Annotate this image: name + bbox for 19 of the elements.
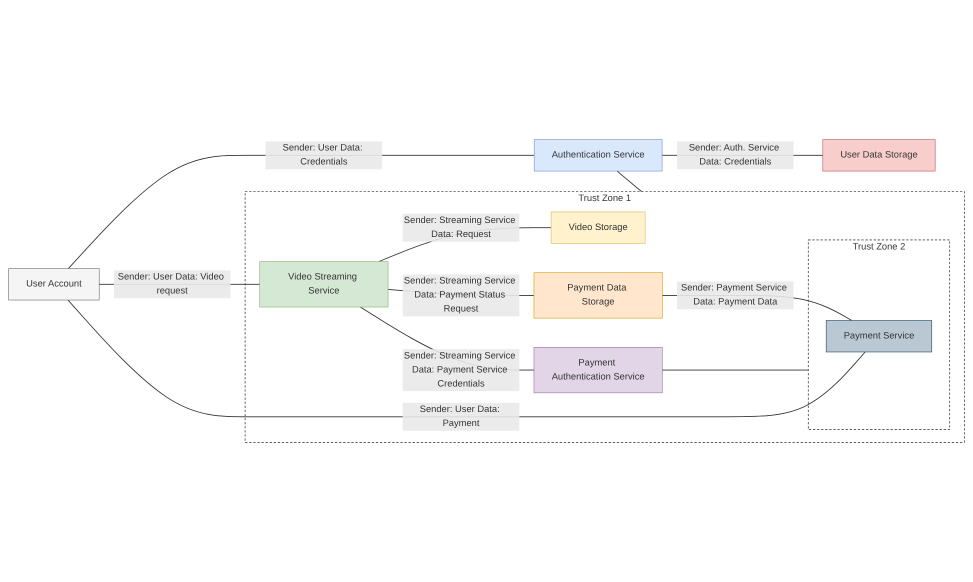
- node-box: Video Streaming Service: [259, 261, 388, 308]
- node-box: Payment Service: [826, 320, 932, 352]
- edge-label: Sender: Streaming Service Data: Request: [404, 215, 516, 240]
- edge-label: Sender: Auth. Service Data: Credentials: [688, 143, 780, 167]
- connector: [68, 300, 866, 418]
- node-box: Payment Data Storage: [534, 272, 663, 318]
- connector: [616, 170, 642, 192]
- edge-label: Sender: User Data: Credentials: [282, 143, 363, 167]
- edge-label: Sender: Streaming Service Data: Payment Service Credentials: [404, 350, 516, 389]
- node-box: Authentication Service: [534, 139, 662, 172]
- edge-label: Sender: User Data: Video request: [118, 272, 224, 296]
- node-box: Payment Authentication Service: [534, 347, 663, 394]
- edge-label: Sender: Streaming Service Data: Payment Status Request: [404, 276, 516, 314]
- node-box: User Data Storage: [822, 139, 936, 172]
- connector: [68, 154, 535, 269]
- node-box: User Account: [8, 268, 100, 300]
- edge-label: Sender: User Data: Payment: [420, 404, 500, 428]
- node-box: Video Storage: [550, 212, 646, 244]
- edge-label: Sender: Payment Service Data: Payment Data: [681, 283, 787, 308]
